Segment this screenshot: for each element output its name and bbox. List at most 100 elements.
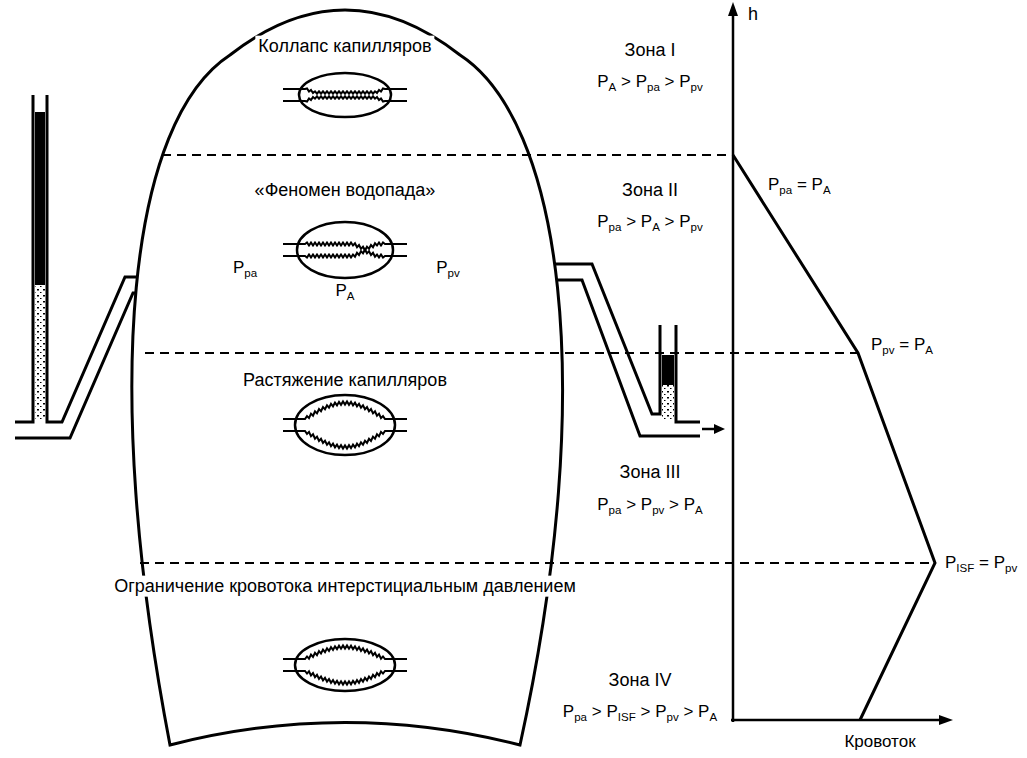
text-run: = [797, 175, 807, 194]
symbol-base: P [768, 175, 779, 194]
subscript: A [609, 81, 617, 93]
zone-caption: «Феномен водопада» [252, 180, 439, 201]
symbol-base: P [655, 702, 666, 721]
zone-name: Зона III [617, 462, 684, 483]
manometer-foam [35, 285, 45, 420]
pressure-relation: PA > Ppa > Ppv [594, 72, 706, 92]
subscript: A [695, 504, 703, 516]
flow-axis [731, 719, 944, 722]
pressure-symbol: Ppv [433, 258, 463, 278]
zone-name: Зона I [622, 40, 679, 61]
symbol-base: P [641, 212, 652, 231]
symbol-base: P [994, 553, 1005, 572]
symbol-base: P [233, 258, 244, 277]
text-run: = [899, 335, 909, 354]
outflow-arrowhead [714, 424, 725, 434]
curve-point-label: Ppa = PA [765, 175, 834, 195]
subscript: pa [779, 184, 792, 196]
pressure-symbol: PA [332, 281, 357, 301]
subscript: A [823, 184, 831, 196]
zone-caption: Коллапс капилляров [255, 36, 434, 57]
text-run: = [979, 553, 989, 572]
text-run: > [640, 702, 650, 721]
manometer-column [35, 112, 45, 285]
tube-wall [15, 95, 33, 422]
text-run [807, 175, 812, 194]
interstitial-limited-capillary [283, 639, 407, 691]
capillary-wall [283, 89, 407, 94]
symbol-base: P [335, 281, 346, 300]
text-run [679, 702, 684, 721]
symbol-base: P [636, 72, 647, 91]
curve-point-label: PISF = Ppv [942, 553, 1020, 573]
symbol-base: P [436, 258, 447, 277]
capillary-wall [283, 645, 407, 659]
axis-label: Кровоток [841, 732, 918, 752]
text-run [679, 495, 684, 514]
capillary-wall [283, 250, 407, 258]
pressure-symbol: Ppa [230, 258, 260, 278]
curve-point-label: Ppv = PA [868, 335, 936, 355]
symbol-base: P [606, 702, 617, 721]
text-run [650, 702, 655, 721]
text-run [974, 553, 979, 572]
tube-wall [676, 325, 700, 422]
text-run: > [592, 702, 602, 721]
text-run [621, 495, 626, 514]
symbol-base: P [597, 495, 608, 514]
flow-curve [733, 155, 935, 720]
zone-border [145, 352, 858, 354]
capillary-wall [283, 671, 407, 685]
alveolus [297, 222, 393, 278]
subscript: pa [609, 221, 622, 233]
text-run [675, 212, 680, 231]
outflow-arrow [702, 428, 716, 431]
pressure-relation: Ppa > PA > Ppv [594, 212, 706, 232]
text-run [989, 553, 994, 572]
subscript: A [652, 221, 660, 233]
text-run: > [665, 72, 675, 91]
zone-border [162, 154, 733, 156]
subscript: pv [691, 221, 703, 233]
symbol-base: P [679, 72, 690, 91]
text-run [636, 212, 641, 231]
text-run [660, 212, 665, 231]
symbol-base: P [641, 495, 652, 514]
subscript: ISF [618, 711, 636, 723]
manometer-foam [662, 385, 674, 420]
symbol-base: P [945, 553, 956, 572]
text-run: > [669, 495, 679, 514]
text-run [909, 335, 914, 354]
text-run [602, 702, 607, 721]
subscript: A [709, 711, 717, 723]
symbol-base: P [914, 335, 925, 354]
text-run [664, 495, 669, 514]
subscript: pv [448, 267, 460, 279]
axis-label: h [745, 4, 761, 25]
symbol-base: P [698, 702, 709, 721]
text-run [631, 72, 636, 91]
axis-arrowhead [939, 715, 953, 725]
zone-name: Зона IV [606, 670, 675, 691]
capillary-wall [283, 431, 407, 449]
text-run [616, 72, 621, 91]
text-run [636, 702, 641, 721]
symbol-base: P [871, 335, 882, 354]
symbol-base: P [812, 175, 823, 194]
axis-arrowhead [728, 2, 738, 16]
text-run [675, 72, 680, 91]
capillary-wall [283, 243, 407, 251]
waterfall-capillary [283, 222, 407, 278]
zone-borders [140, 155, 935, 563]
symbol-base: P [684, 495, 695, 514]
zone-name: Зона II [619, 180, 681, 201]
text-run: > [626, 212, 636, 231]
height-axis [732, 12, 735, 722]
subscript: pv [667, 711, 679, 723]
text-run [895, 335, 900, 354]
subscript: pa [647, 81, 660, 93]
text-run: > [665, 212, 675, 231]
